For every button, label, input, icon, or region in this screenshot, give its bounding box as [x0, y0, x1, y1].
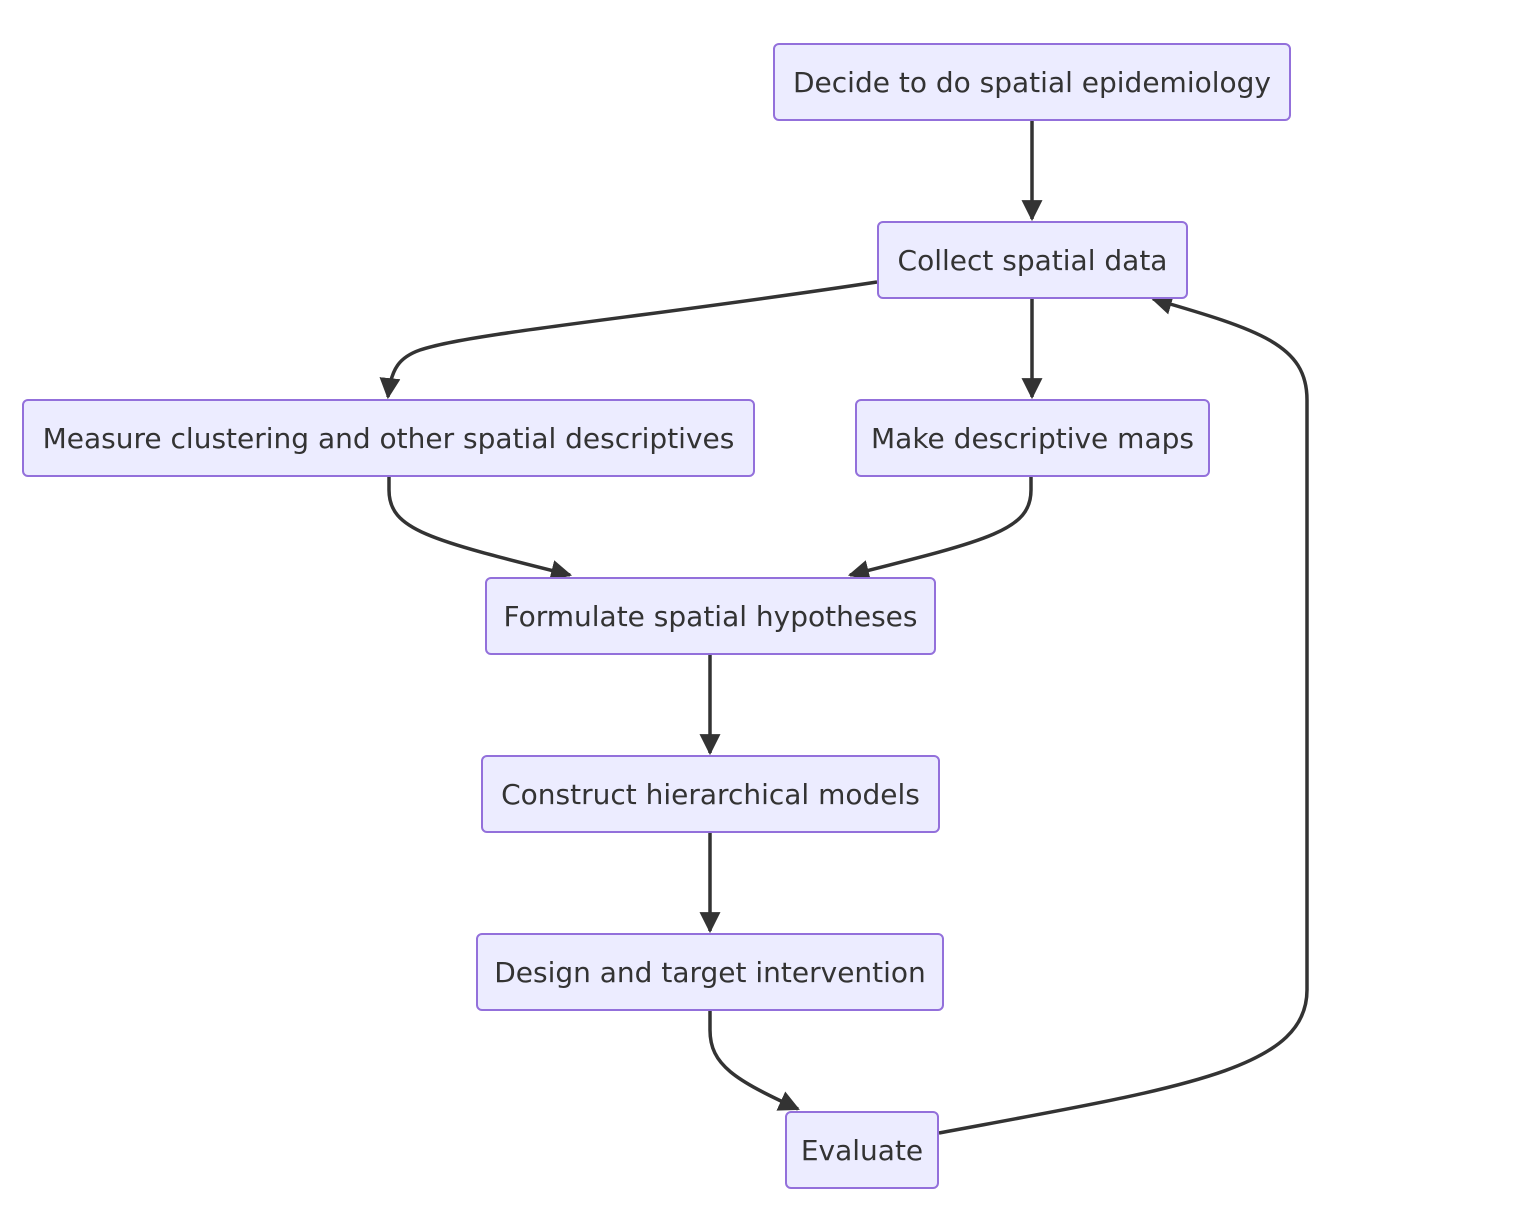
node-collect-spatial-data[interactable]: Collect spatial data — [877, 221, 1188, 299]
node-label: Make descriptive maps — [871, 421, 1194, 455]
edge-collect-to-measure — [379, 280, 878, 400]
node-label: Formulate spatial hypotheses — [503, 599, 918, 633]
node-design-intervention[interactable]: Design and target intervention — [476, 933, 944, 1011]
edge-intervention-to-evaluate — [708, 1011, 800, 1111]
node-label: Collect spatial data — [897, 243, 1168, 277]
node-label: Evaluate — [800, 1133, 924, 1167]
edge-evaluate-to-collect — [938, 294, 1309, 1135]
node-decide-spatial-epidemiology[interactable]: Decide to do spatial epidemiology — [773, 43, 1291, 121]
node-label: Construct hierarchical models — [501, 777, 920, 811]
node-label: Design and target intervention — [494, 955, 926, 989]
edge-maps-to-hypotheses — [847, 477, 1033, 581]
node-formulate-hypotheses[interactable]: Formulate spatial hypotheses — [485, 577, 936, 655]
node-construct-models[interactable]: Construct hierarchical models — [481, 755, 940, 833]
node-make-descriptive-maps[interactable]: Make descriptive maps — [855, 399, 1210, 477]
edge-measure-to-hypotheses — [387, 477, 573, 581]
node-evaluate[interactable]: Evaluate — [785, 1111, 939, 1189]
node-measure-clustering[interactable]: Measure clustering and other spatial des… — [22, 399, 755, 477]
node-label: Measure clustering and other spatial des… — [42, 421, 735, 455]
node-label: Decide to do spatial epidemiology — [792, 65, 1271, 99]
